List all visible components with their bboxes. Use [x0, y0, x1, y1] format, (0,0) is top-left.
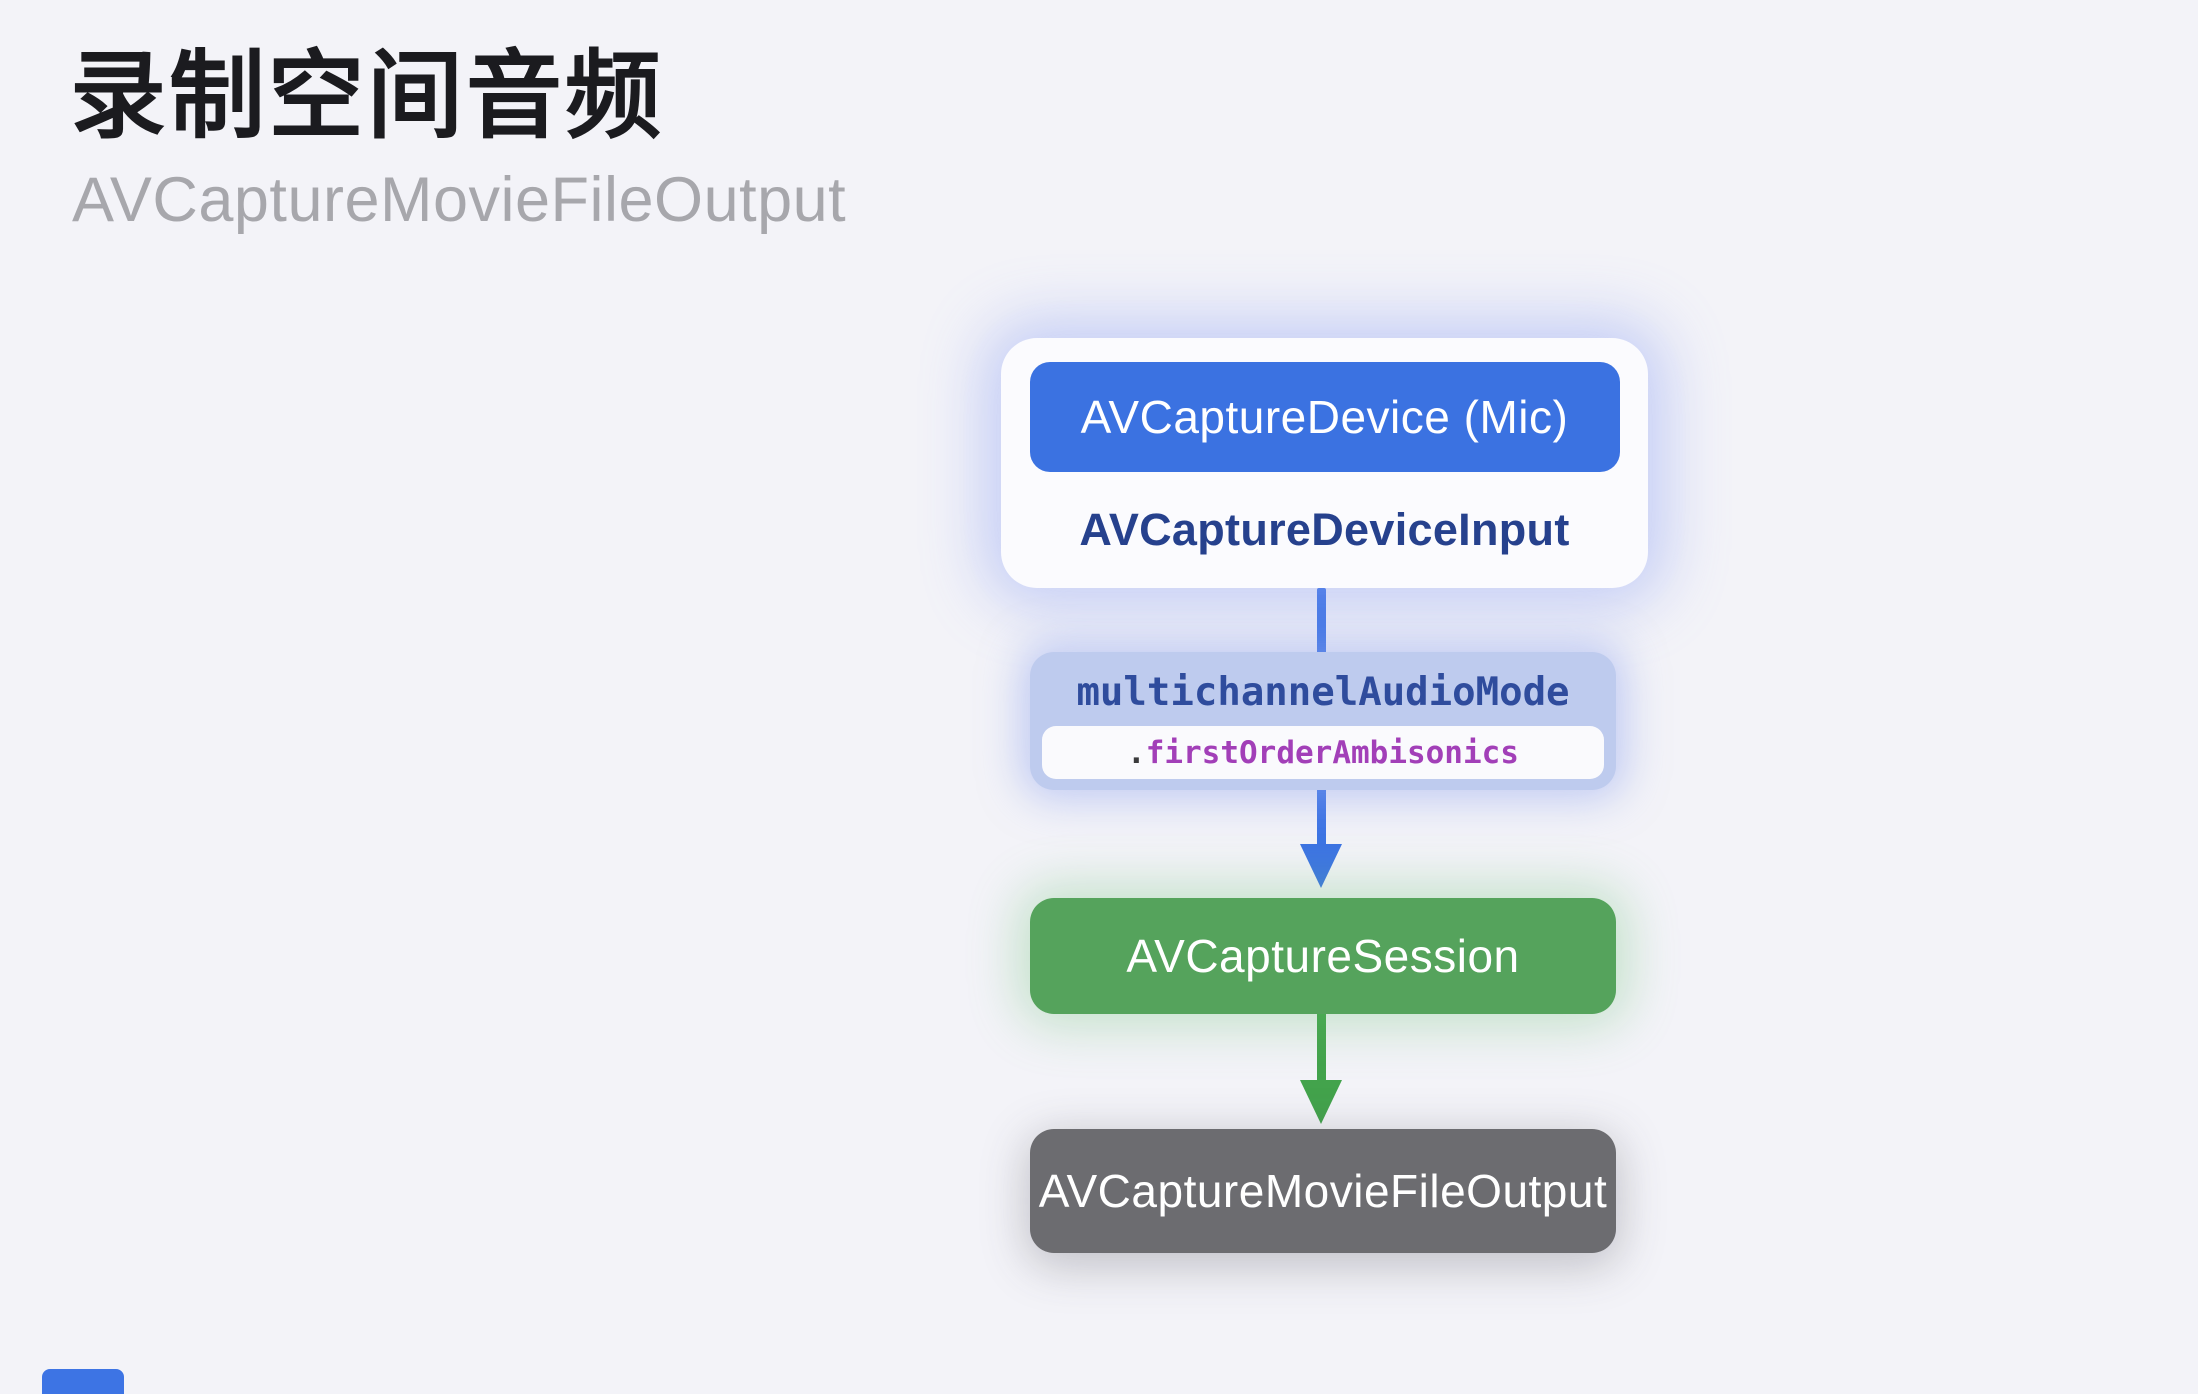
capture-device-label: AVCaptureDevice (Mic) [1080, 391, 1569, 443]
page-title: 录制空间音频 [70, 43, 664, 150]
capture-device-node: AVCaptureDevice (Mic) [1029, 362, 1620, 472]
audio-mode-property-label: multichannelAudioMode [1076, 669, 1570, 715]
capture-session-label: AVCaptureSession [1126, 930, 1520, 982]
page-subtitle: AVCaptureMovieFileOutput [72, 165, 847, 235]
movie-file-output-node: AVCaptureMovieFileOutput [1030, 1129, 1616, 1253]
device-input-label: AVCaptureDeviceInput [1079, 504, 1570, 555]
device-input-card: AVCaptureDevice (Mic) AVCaptureDeviceInp… [1001, 338, 1648, 588]
capture-session-node: AVCaptureSession [1030, 898, 1616, 1014]
audio-mode-value-label: firstOrderAmbisonics [1145, 734, 1519, 771]
movie-file-output-label: AVCaptureMovieFileOutput [1038, 1165, 1608, 1217]
audio-mode-card: multichannelAudioMode .firstOrderAmbison… [1030, 652, 1616, 790]
connector-session-to-output [1317, 1012, 1326, 1082]
connector-mode-to-session [1317, 788, 1326, 846]
blue-arrowhead-icon [1300, 844, 1342, 888]
connector-input-to-mode [1317, 588, 1326, 654]
dot-prefix: . [1127, 734, 1146, 771]
audio-mode-value-pill: .firstOrderAmbisonics [1042, 726, 1604, 779]
green-arrowhead-icon [1300, 1080, 1342, 1124]
bottom-left-blue-fragment [42, 1369, 124, 1394]
